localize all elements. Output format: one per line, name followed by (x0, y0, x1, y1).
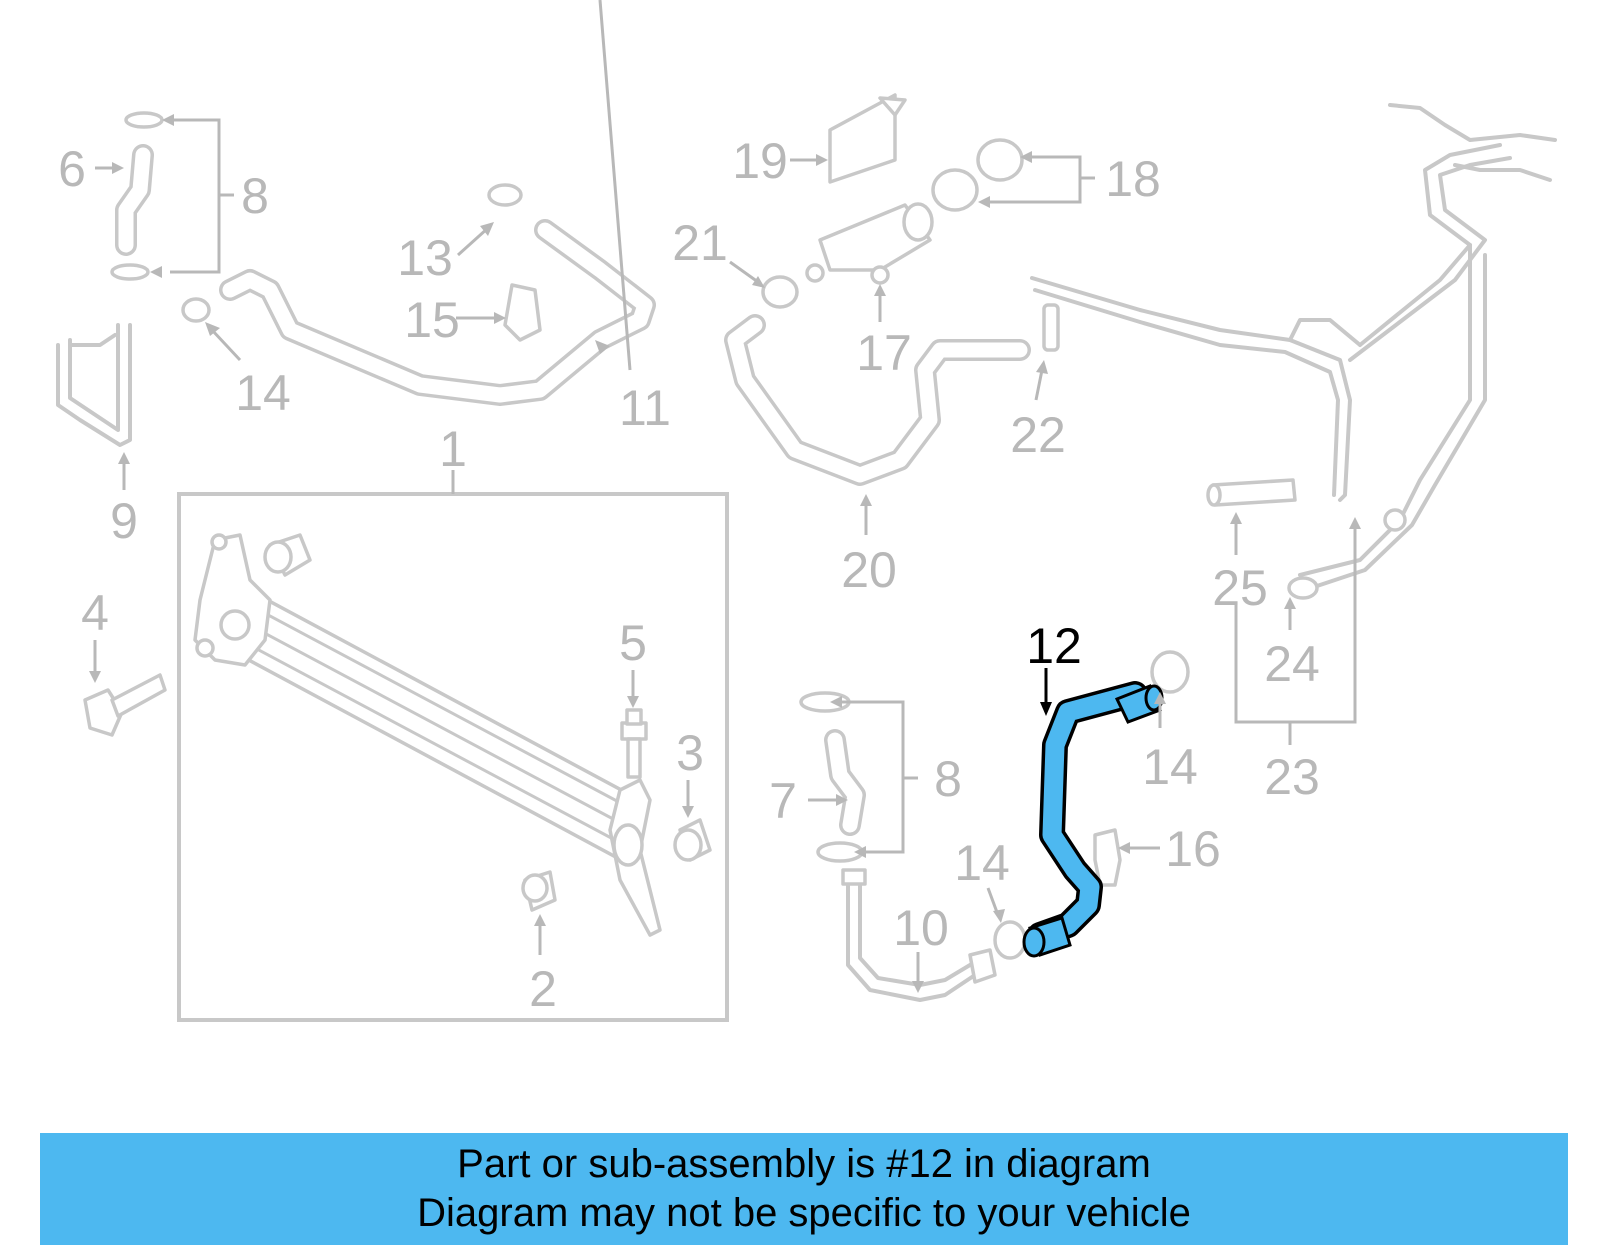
leader-lines (89, 0, 1361, 993)
callout-17: 17 (856, 325, 912, 381)
callout-22: 22 (1010, 407, 1066, 463)
callout-24: 24 (1264, 636, 1320, 692)
bushing-part-3 (673, 818, 712, 862)
cooler-assembly-box (177, 470, 729, 1022)
clip-part-16 (1093, 828, 1122, 887)
clamps-part-18 (931, 138, 1024, 212)
callout-15: 15 (404, 292, 460, 348)
callout-12-highlighted[interactable]: 12 (1026, 618, 1082, 674)
hose-part-11 (181, 183, 656, 406)
pipe-part-9 (56, 323, 132, 447)
callout-7: 7 (769, 773, 797, 829)
callout-18: 18 (1105, 151, 1161, 207)
hose-part-7 (799, 691, 866, 863)
hose-part-6 (110, 111, 164, 281)
highlighted-hose-part-12[interactable] (1022, 681, 1164, 958)
callout-3: 3 (676, 725, 704, 781)
bolt-part-4 (83, 673, 167, 737)
bolt-part-5 (620, 708, 648, 779)
callout-13: 13 (397, 230, 453, 286)
callout-11: 11 (619, 380, 671, 436)
clamp-part-14-lower (993, 920, 1027, 960)
callout-16: 16 (1165, 821, 1221, 877)
grommet-part-2 (521, 870, 557, 912)
callout-21: 21 (672, 215, 728, 271)
hose-part-20 (724, 314, 1031, 486)
callout-8-top: 8 (241, 168, 269, 224)
callout-6: 6 (58, 141, 86, 197)
hose-part-25 (1206, 478, 1297, 507)
callout-20: 20 (841, 542, 897, 598)
callout-9: 9 (110, 493, 138, 549)
callout-5: 5 (619, 615, 647, 671)
bracket-part-19 (828, 93, 907, 184)
callout-10: 10 (893, 900, 949, 956)
callout-25: 25 (1212, 560, 1268, 616)
callout-1: 1 (439, 421, 467, 477)
clip-part-22 (1042, 303, 1060, 352)
callout-14-right: 14 (1142, 739, 1198, 795)
callout-2: 2 (529, 961, 557, 1017)
oil-cooler-core (193, 533, 662, 937)
clamp-part-21 (761, 275, 799, 309)
banner-line-part-number: Part or sub-assembly is #12 in diagram (457, 1142, 1151, 1186)
clamp-part-14-right (1150, 650, 1190, 694)
callout-19: 19 (732, 133, 788, 189)
callout-4: 4 (81, 585, 109, 641)
callout-14-left: 14 (235, 365, 291, 421)
rubber-grommet-top (263, 533, 312, 577)
info-banner: Part or sub-assembly is #12 in diagram D… (40, 1133, 1568, 1245)
pipe-assembly-part-24 (1030, 103, 1557, 600)
callout-14-lower: 14 (954, 835, 1010, 891)
pump-part-17 (805, 202, 934, 285)
banner-line-disclaimer: Diagram may not be specific to your vehi… (417, 1191, 1191, 1235)
callout-8-lower: 8 (934, 751, 962, 807)
callout-labels: 1 2 3 4 5 6 7 8 8 9 10 11 12 13 14 14 14… (58, 133, 1320, 1017)
callout-23: 23 (1264, 749, 1320, 805)
